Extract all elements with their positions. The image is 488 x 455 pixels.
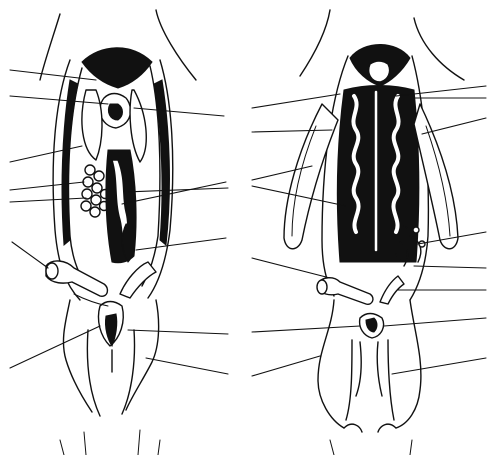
right-spec-leg-left bbox=[346, 340, 352, 420]
liver-lobe-left bbox=[82, 90, 102, 160]
leader-r4 bbox=[136, 238, 226, 250]
leader-rl7 bbox=[252, 356, 320, 376]
leader-r6 bbox=[146, 358, 228, 374]
leader-rr5 bbox=[414, 266, 486, 268]
right-spec-leg-right bbox=[388, 340, 394, 420]
lower-body-edge bbox=[60, 430, 160, 455]
leader-rr3 bbox=[422, 118, 486, 134]
left-flap-shadow bbox=[62, 80, 78, 245]
leader-rl5 bbox=[252, 258, 330, 278]
right-spec-heart bbox=[369, 61, 390, 82]
left-limb-cut-face bbox=[46, 263, 58, 279]
leader-l4 bbox=[10, 182, 84, 190]
leader-rr7 bbox=[384, 318, 486, 326]
right-cut-limb bbox=[120, 262, 156, 298]
leader-l1 bbox=[10, 70, 96, 80]
right-spec-limb-cut-face bbox=[317, 280, 327, 294]
leader-l7 bbox=[10, 326, 100, 368]
leader-r1 bbox=[134, 108, 224, 116]
right-spec-leg-center bbox=[356, 342, 382, 396]
leader-r2 bbox=[126, 188, 228, 192]
right-spec-tail-base bbox=[344, 424, 396, 432]
left-shoulder-outline bbox=[40, 14, 60, 80]
leader-r3 bbox=[122, 182, 226, 204]
right-spec-right-shoulder bbox=[414, 18, 464, 80]
leader-r5 bbox=[128, 330, 228, 334]
right-specimen bbox=[284, 10, 464, 455]
tail-right bbox=[122, 330, 135, 414]
leader-rl1 bbox=[252, 94, 340, 108]
right-fat-body bbox=[414, 104, 458, 249]
right-spec-cavity bbox=[337, 86, 418, 263]
right-spec-left-shoulder bbox=[300, 10, 330, 76]
leader-rl6 bbox=[252, 326, 360, 332]
right-spec-lower-edge bbox=[330, 440, 412, 455]
leader-l3 bbox=[10, 146, 82, 162]
leader-rr8 bbox=[392, 358, 486, 374]
liver-lobe-right bbox=[130, 90, 146, 162]
tail-left bbox=[87, 330, 100, 416]
leader-l5 bbox=[10, 198, 86, 202]
leader-l6 bbox=[12, 242, 48, 268]
thorax-cavity bbox=[82, 48, 152, 88]
egg-cluster bbox=[81, 165, 110, 217]
